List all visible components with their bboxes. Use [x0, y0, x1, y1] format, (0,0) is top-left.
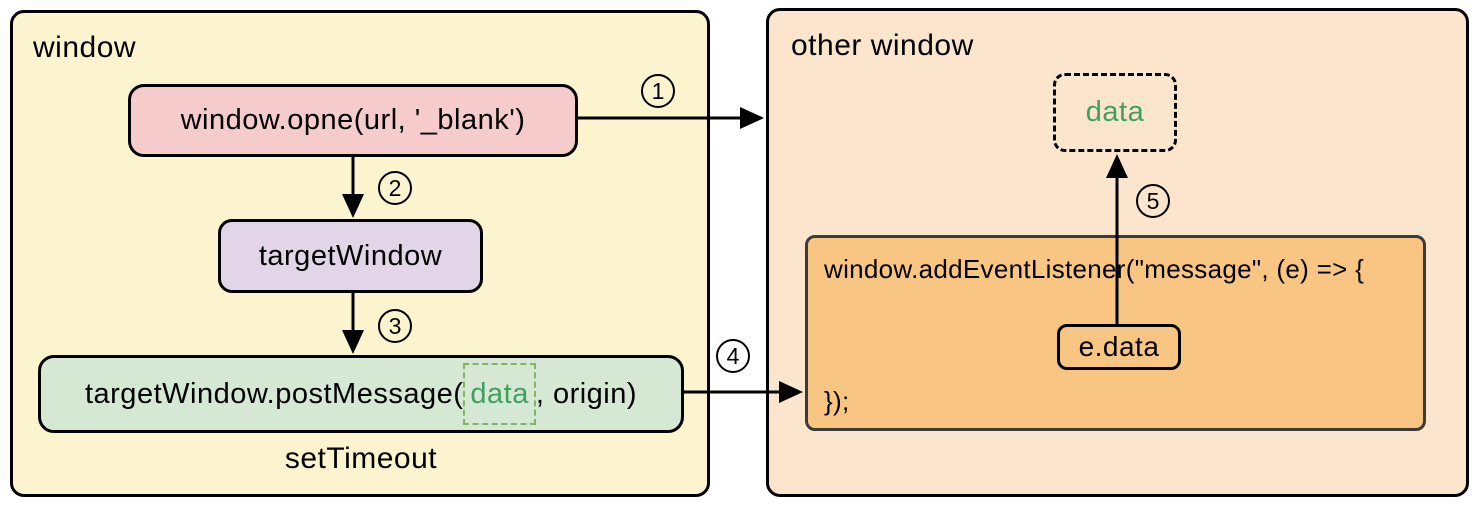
window-open-box: window.opne(url, '_blank') — [128, 84, 578, 157]
step-5-badge: 5 — [1136, 184, 1170, 218]
post-message-data-arg: data — [463, 362, 536, 425]
step-3-badge: 3 — [378, 309, 412, 343]
window-open-label: window.opne(url, '_blank') — [180, 104, 526, 136]
target-window-label: targetWindow — [258, 239, 443, 272]
arrow-1-head — [740, 107, 764, 129]
post-message-prefix: targetWindow.postMessage( — [84, 377, 464, 410]
event-data-box: e.data — [1057, 324, 1181, 370]
post-message-box: targetWindow.postMessage(data, origin) — [38, 355, 684, 433]
other-window-panel-title: other window — [791, 29, 974, 62]
listener-code-line3: }); — [824, 386, 850, 416]
listener-code-line1: window.addEventListener("message", (e) =… — [824, 254, 1365, 284]
step-1-badge: 1 — [641, 74, 675, 108]
post-message-label: targetWindow.postMessage(data, origin) — [84, 362, 638, 425]
post-message-suffix: , origin) — [535, 377, 638, 410]
received-data-box: data — [1053, 73, 1177, 152]
event-data-label: e.data — [1078, 331, 1160, 362]
received-data-label: data — [1085, 96, 1145, 128]
set-timeout-label: setTimeout — [284, 442, 438, 475]
step-2-badge: 2 — [378, 171, 412, 205]
window-panel-title: window — [33, 31, 137, 64]
event-listener-box: window.addEventListener("message", (e) =… — [805, 235, 1426, 431]
step-4-badge: 4 — [716, 339, 750, 373]
target-window-box: targetWindow — [218, 219, 483, 293]
